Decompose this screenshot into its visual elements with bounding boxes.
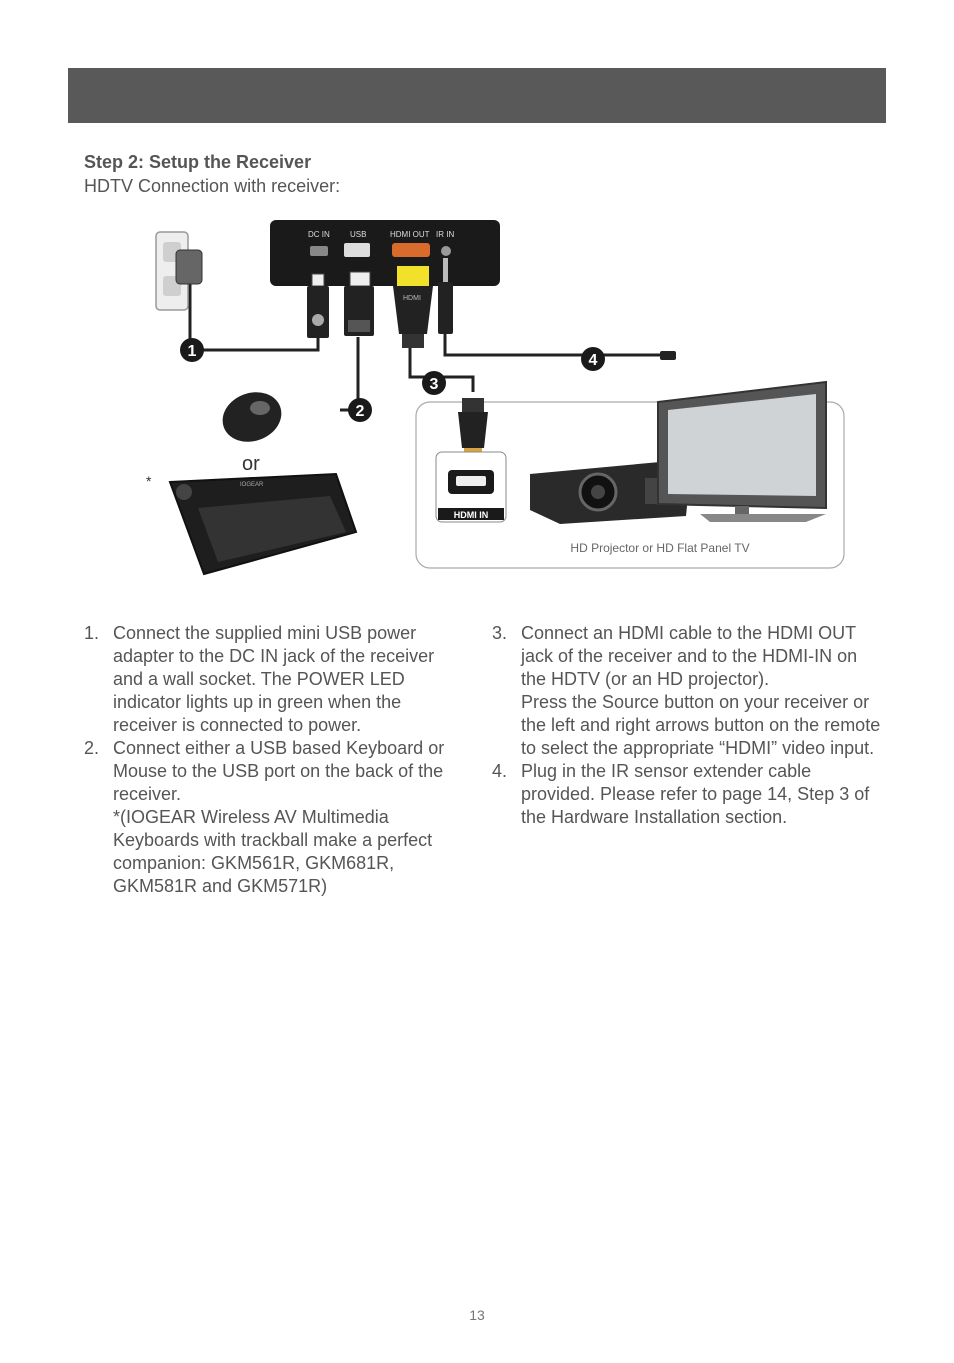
- mini-usb-plug: [307, 273, 329, 338]
- connection-diagram: DC IN USB HDMI OUT IR IN HDMI 1 2: [146, 220, 845, 576]
- instructions-left: 1. Connect the supplied mini USB power a…: [84, 622, 456, 898]
- instructions-right: 3. Connect an HDMI cable to the HDMI OUT…: [492, 622, 882, 829]
- callout-4: 4: [581, 347, 605, 371]
- svg-text:1: 1: [188, 343, 197, 360]
- instruction-number: 4.: [492, 761, 508, 781]
- instruction-text: Connect either a USB based Keyboard or M…: [113, 738, 445, 804]
- flat-panel-tv-icon: [657, 380, 827, 522]
- hdmi-in-label: HDMI IN: [454, 510, 489, 520]
- port-label-hdmi-out: HDMI OUT: [390, 230, 430, 239]
- hdmi-plug: HDMI: [393, 266, 433, 348]
- usb-port: [344, 243, 370, 257]
- usb-plug: [344, 271, 374, 336]
- hdmi-cable-end: [458, 398, 488, 460]
- instruction-number: 2.: [84, 738, 100, 758]
- hdmi-out-port: [392, 243, 430, 257]
- instruction-note: *(IOGEAR Wireless AV Multimedia Keyboard…: [113, 807, 433, 896]
- callout-2: 2: [348, 398, 372, 422]
- dc-in-port: [310, 246, 328, 256]
- display-devices-box: [415, 401, 845, 569]
- hdmi-in-port: HDMI IN: [435, 451, 507, 523]
- instruction-text: Connect the supplied mini USB power adap…: [113, 623, 435, 735]
- step-subtitle: HDTV Connection with receiver:: [84, 176, 341, 196]
- instruction-item-1: 1. Connect the supplied mini USB power a…: [84, 622, 456, 737]
- callout-3: 3: [422, 371, 446, 395]
- keyboard-asterisk: *: [146, 473, 152, 489]
- instruction-text: Connect an HDMI cable to the HDMI OUT ja…: [521, 623, 858, 689]
- svg-text:4: 4: [589, 352, 598, 369]
- instruction-number: 1.: [84, 623, 100, 643]
- svg-text:2: 2: [356, 403, 365, 420]
- or-label: or: [242, 453, 260, 475]
- wall-outlet-icon: [155, 231, 203, 311]
- ir-sensor-tip: [660, 351, 676, 360]
- hdmi-plug-label: HDMI: [403, 295, 421, 302]
- instruction-item-2: 2. Connect either a USB based Keyboard o…: [84, 737, 456, 898]
- instruction-item-4: 4. Plug in the IR sensor extender cable …: [492, 760, 882, 829]
- display-caption: HD Projector or HD Flat Panel TV: [570, 541, 749, 555]
- keyboard-icon: IOGEAR: [168, 472, 358, 576]
- instruction-note: Press the Source button on your receiver…: [521, 692, 881, 758]
- instruction-item-3: 3. Connect an HDMI cable to the HDMI OUT…: [492, 622, 882, 760]
- mouse-icon: [222, 392, 282, 442]
- ir-plug: [438, 258, 453, 334]
- keyboard-brand: IOGEAR: [240, 482, 264, 488]
- step-title: Step 2: Setup the Receiver: [84, 152, 312, 172]
- svg-text:3: 3: [430, 376, 439, 393]
- instruction-text: Plug in the IR sensor extender cable pro…: [521, 761, 870, 827]
- receiver-device: DC IN USB HDMI OUT IR IN: [270, 220, 500, 286]
- page-number: 13: [469, 1307, 485, 1323]
- port-label-ir-in: IR IN: [436, 230, 454, 239]
- port-label-dc-in: DC IN: [308, 230, 330, 239]
- instruction-number: 3.: [492, 623, 508, 643]
- ir-in-port: [441, 246, 451, 256]
- callout-1: 1: [180, 338, 204, 362]
- header-bar: [68, 68, 886, 123]
- port-label-usb: USB: [350, 230, 366, 239]
